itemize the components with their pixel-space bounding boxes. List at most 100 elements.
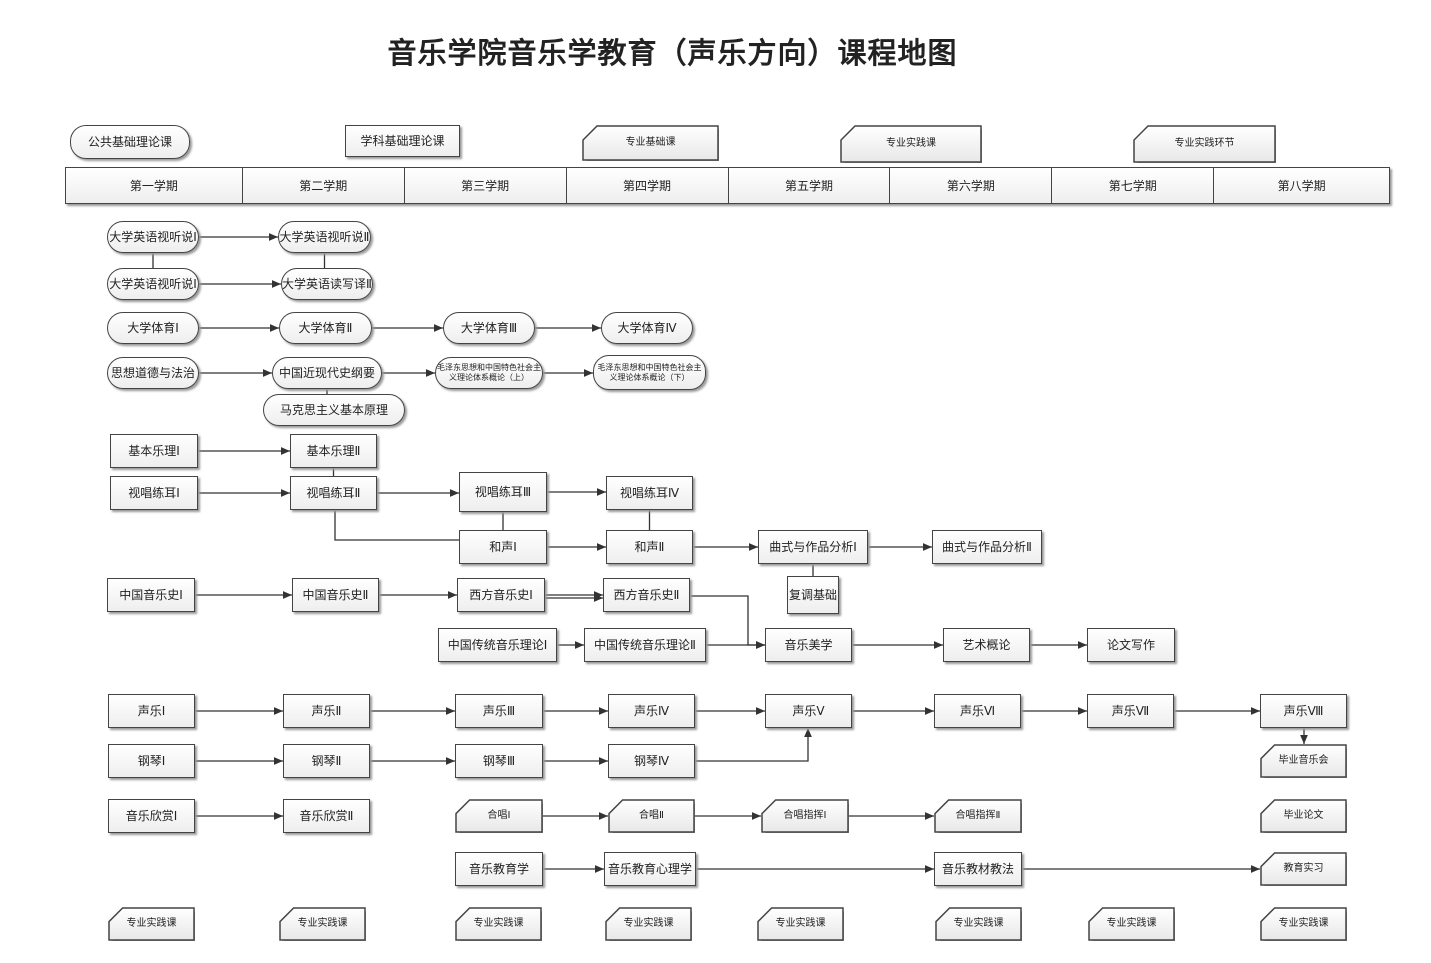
node-label: 学科基础理论课	[360, 133, 445, 148]
node-label: 大学体育Ⅲ	[460, 320, 518, 335]
node-label: 音乐教育学	[468, 861, 529, 876]
course-eng2: 大学英语视听说Ⅱ	[278, 221, 371, 253]
course-ch2: 合唱Ⅱ	[608, 799, 695, 833]
course-harm2: 和声Ⅱ	[606, 530, 693, 564]
course-edupsy: 音乐教育心理学	[604, 852, 696, 886]
node-label: 视唱练耳Ⅱ	[306, 485, 361, 500]
course-pr4: 专业实践课	[605, 907, 692, 941]
node-label: 声乐Ⅵ	[959, 703, 996, 718]
course-pe3: 大学体育Ⅲ	[443, 312, 535, 344]
node-label: 毕业音乐会	[1278, 755, 1329, 766]
node-label: 钢琴Ⅳ	[633, 753, 670, 768]
course-textbook: 音乐教材教法	[934, 852, 1022, 886]
course-pr8: 专业实践课	[1260, 907, 1347, 941]
node-label: 毛泽东思想和中国特色社会主义理论体系概论（下）	[597, 362, 702, 382]
semester-1: 第一学期	[66, 168, 243, 203]
node-label: 钢琴Ⅱ	[311, 753, 342, 768]
course-pe1: 大学体育Ⅰ	[107, 312, 199, 344]
node-label: 声乐Ⅷ	[1283, 703, 1324, 718]
node-label: 合唱指挥Ⅰ	[783, 810, 827, 821]
node-label: 专业实践课	[953, 918, 1004, 929]
course-edu: 音乐教育学	[455, 852, 543, 886]
course-v4: 声乐Ⅳ	[608, 694, 695, 728]
course-intern: 教育实习	[1260, 852, 1347, 886]
course-moral: 思想道德与法治	[107, 357, 199, 389]
node-label: 钢琴Ⅲ	[482, 753, 516, 768]
node-label: 大学体育Ⅳ	[617, 320, 677, 335]
connector-arrow	[690, 595, 765, 649]
node-label: 声乐Ⅶ	[1111, 703, 1150, 718]
node-label: 公共基础理论课	[87, 134, 172, 149]
node-label: 合唱指挥Ⅱ	[955, 810, 1001, 821]
node-label: 中国传统音乐理论Ⅰ	[447, 637, 548, 652]
node-label: 西方音乐史Ⅰ	[469, 587, 533, 602]
legend-major-basic: 专业基础课	[582, 125, 719, 161]
course-pr3: 专业实践课	[455, 907, 542, 941]
course-app1: 音乐欣赏Ⅰ	[108, 799, 195, 833]
node-label: 西方音乐史Ⅱ	[613, 587, 680, 602]
node-label: 毕业论文	[1283, 810, 1324, 821]
node-label: 专业实践课	[1106, 918, 1157, 929]
course-pe4: 大学体育Ⅳ	[601, 312, 693, 344]
course-concert: 毕业音乐会	[1260, 744, 1347, 778]
node-label: 音乐欣赏Ⅱ	[299, 808, 354, 823]
legend-practice-course: 专业实践课	[840, 125, 982, 163]
legend-practice-link: 专业实践环节	[1133, 125, 1276, 163]
course-pr1: 专业实践课	[108, 907, 195, 941]
course-pr6: 专业实践课	[935, 907, 1022, 941]
course-marx: 马克思主义基本原理	[263, 394, 405, 426]
node-label: 复调基础	[788, 587, 837, 602]
node-label: 专业实践环节	[1174, 138, 1235, 149]
node-label: 专业实践课	[623, 918, 674, 929]
course-wmh2: 西方音乐史Ⅱ	[603, 578, 690, 612]
node-label: 专业实践课	[775, 918, 826, 929]
node-label: 大学体育Ⅰ	[127, 320, 179, 335]
course-ear2: 视唱练耳Ⅱ	[290, 476, 377, 510]
course-eng4: 大学英语读写译Ⅱ	[281, 268, 373, 300]
node-label: 马克思主义基本原理	[279, 402, 388, 417]
course-v1: 声乐Ⅰ	[108, 694, 195, 728]
semester-3: 第三学期	[405, 168, 567, 203]
course-ear1: 视唱练耳Ⅰ	[110, 476, 198, 510]
course-v2: 声乐Ⅱ	[283, 694, 370, 728]
node-label: 大学体育Ⅱ	[298, 320, 353, 335]
course-eng1: 大学英语视听说Ⅰ	[107, 221, 199, 253]
semester-7: 第七学期	[1052, 168, 1215, 203]
course-poly: 复调基础	[787, 576, 839, 614]
course-ear4: 视唱练耳Ⅳ	[606, 476, 693, 510]
node-label: 论文写作	[1106, 637, 1155, 652]
course-gthesis: 毕业论文	[1260, 799, 1347, 833]
legend-subject-basic: 学科基础理论课	[345, 125, 460, 157]
course-pr5: 专业实践课	[757, 907, 844, 941]
semester-4: 第四学期	[567, 168, 729, 203]
page-title: 音乐学院音乐学教育（声乐方向）课程地图	[387, 36, 958, 70]
course-harm1: 和声Ⅰ	[459, 530, 547, 564]
node-label: 视唱练耳Ⅰ	[128, 485, 180, 500]
node-label: 专业实践课	[886, 138, 936, 149]
connector-line	[334, 510, 459, 541]
course-cc2: 合唱指挥Ⅱ	[934, 799, 1022, 833]
node-label: 大学英语视听说Ⅰ	[109, 229, 197, 244]
node-label: 教育实习	[1283, 863, 1324, 874]
course-form2: 曲式与作品分析Ⅱ	[932, 530, 1042, 564]
course-mao1: 毛泽东思想和中国特色社会主义理论体系概论（上）	[435, 357, 543, 389]
semester-2: 第二学期	[243, 168, 405, 203]
semester-5: 第五学期	[729, 168, 891, 203]
course-p2: 钢琴Ⅱ	[283, 744, 370, 778]
node-label: 大学英语读写译Ⅱ	[282, 276, 372, 291]
course-thesis_w: 论文写作	[1087, 628, 1175, 662]
node-label: 中国近现代史纲要	[278, 365, 375, 380]
node-label: 合唱Ⅱ	[639, 810, 664, 821]
node-label: 大学英语视听说Ⅱ	[279, 229, 370, 244]
course-cmh1: 中国音乐史Ⅰ	[107, 578, 195, 612]
node-label: 中国音乐史Ⅰ	[119, 587, 183, 602]
node-label: 声乐Ⅳ	[633, 703, 670, 718]
course-theory2: 基本乐理Ⅱ	[290, 434, 377, 468]
node-label: 中国音乐史Ⅱ	[302, 587, 369, 602]
course-pr7: 专业实践课	[1088, 907, 1175, 941]
node-label: 音乐美学	[784, 637, 833, 652]
node-label: 大学英语视听说Ⅰ	[109, 276, 197, 291]
node-label: 音乐教育心理学	[607, 861, 692, 876]
node-label: 专业实践课	[473, 918, 524, 929]
node-label: 专业实践课	[1278, 918, 1329, 929]
